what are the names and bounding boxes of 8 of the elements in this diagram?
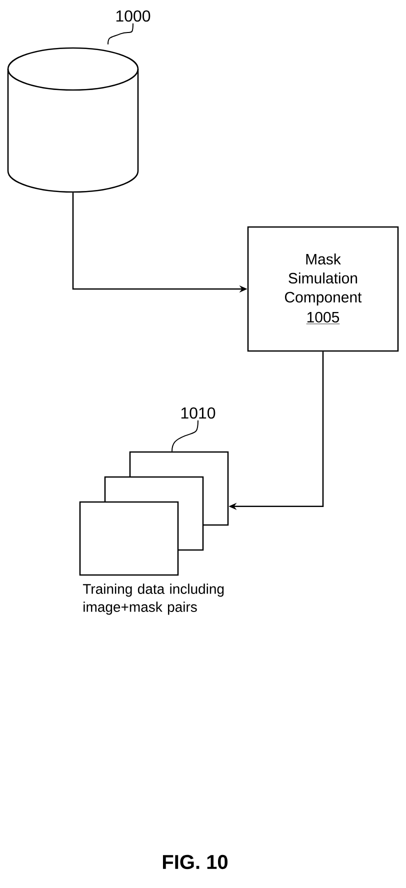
- database-cylinder: [7, 47, 139, 193]
- leader-line: [172, 420, 198, 452]
- process-box: Mask Simulation Component 1005: [247, 226, 399, 352]
- figure-label: FIG. 10: [162, 854, 228, 870]
- stacked-sheets: [79, 451, 229, 576]
- reference-number: 1010: [181, 407, 216, 419]
- reference-number: 1000: [116, 10, 150, 22]
- caption-text: Training data including image+mask pairs: [82, 584, 224, 615]
